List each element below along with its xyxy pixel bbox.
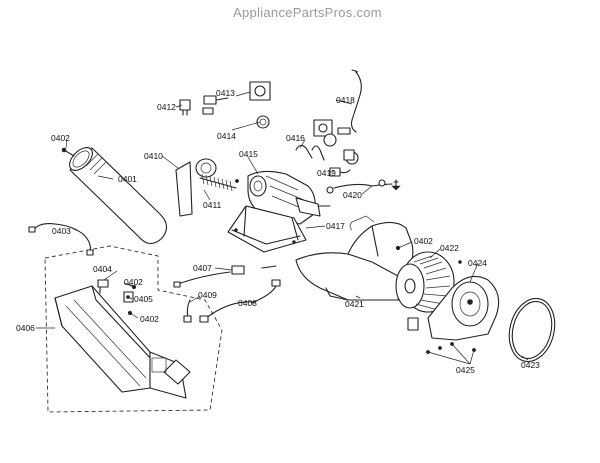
label-0424: 0424 <box>468 258 487 268</box>
label-0419: 0419 <box>317 168 336 178</box>
label-0402-box-1: 0402 <box>124 277 143 287</box>
spring-0411[interactable] <box>199 173 239 192</box>
label-0402-box-2: 0402 <box>140 314 159 324</box>
label-0420: 0420 <box>343 190 362 200</box>
leader-lines <box>36 91 529 365</box>
sensor-0413[interactable] <box>202 95 229 115</box>
blower-wheel-0410[interactable] <box>175 158 217 217</box>
label-0404: 0404 <box>93 264 112 274</box>
label-0421: 0421 <box>345 299 364 309</box>
label-0402-housing: 0402 <box>414 236 433 246</box>
label-0409: 0409 <box>198 290 217 300</box>
label-0423: 0423 <box>521 360 540 370</box>
callout-labels: 0413 0412 0414 0418 0416 0402 0410 0415 … <box>16 88 540 375</box>
motor-bracket-0416[interactable] <box>295 133 359 165</box>
screws-0425[interactable] <box>426 342 476 354</box>
thermal-fuse-0414[interactable] <box>256 115 270 129</box>
label-0407: 0407 <box>193 263 212 273</box>
label-0416: 0416 <box>286 133 305 143</box>
blower-housing-0421[interactable] <box>295 215 414 301</box>
detail-inset-2 <box>313 119 333 137</box>
blower-cover-0424[interactable] <box>407 260 500 341</box>
label-0422: 0422 <box>440 243 459 253</box>
thermostat-0412[interactable] <box>179 99 191 116</box>
label-0408: 0408 <box>238 298 257 308</box>
label-0417: 0417 <box>326 221 345 231</box>
label-0403: 0403 <box>52 226 71 236</box>
label-0414: 0414 <box>217 131 236 141</box>
label-0411: 0411 <box>203 200 222 210</box>
label-0402-top: 0402 <box>51 133 70 143</box>
switch-0404[interactable] <box>97 279 109 294</box>
label-0406: 0406 <box>16 323 35 333</box>
detail-inset-1 <box>249 81 271 101</box>
motor-mount-0417[interactable] <box>227 205 307 253</box>
label-0425: 0425 <box>456 365 475 375</box>
dashed-group-box <box>44 245 223 413</box>
label-0415: 0415 <box>239 149 258 159</box>
duct-tube-0401[interactable] <box>65 143 168 245</box>
seal-ring-0423[interactable] <box>503 294 561 367</box>
harness-0409[interactable] <box>183 299 192 323</box>
label-0405: 0405 <box>134 294 153 304</box>
label-0412: 0412 <box>157 102 176 112</box>
screw-0402-top[interactable] <box>61 147 75 157</box>
wire-harness-0418[interactable] <box>337 69 362 135</box>
label-0401: 0401 <box>118 174 137 184</box>
lint-filter-housing-0406[interactable] <box>54 285 191 399</box>
switch-0419[interactable] <box>329 167 351 177</box>
label-0418: 0418 <box>336 95 355 105</box>
label-0413: 0413 <box>216 88 235 98</box>
label-0410: 0410 <box>144 151 163 161</box>
harness-0420[interactable] <box>326 179 401 194</box>
blower-wheel-0422[interactable] <box>395 251 455 313</box>
watermark: AppliancePartsPros.com <box>233 5 382 20</box>
